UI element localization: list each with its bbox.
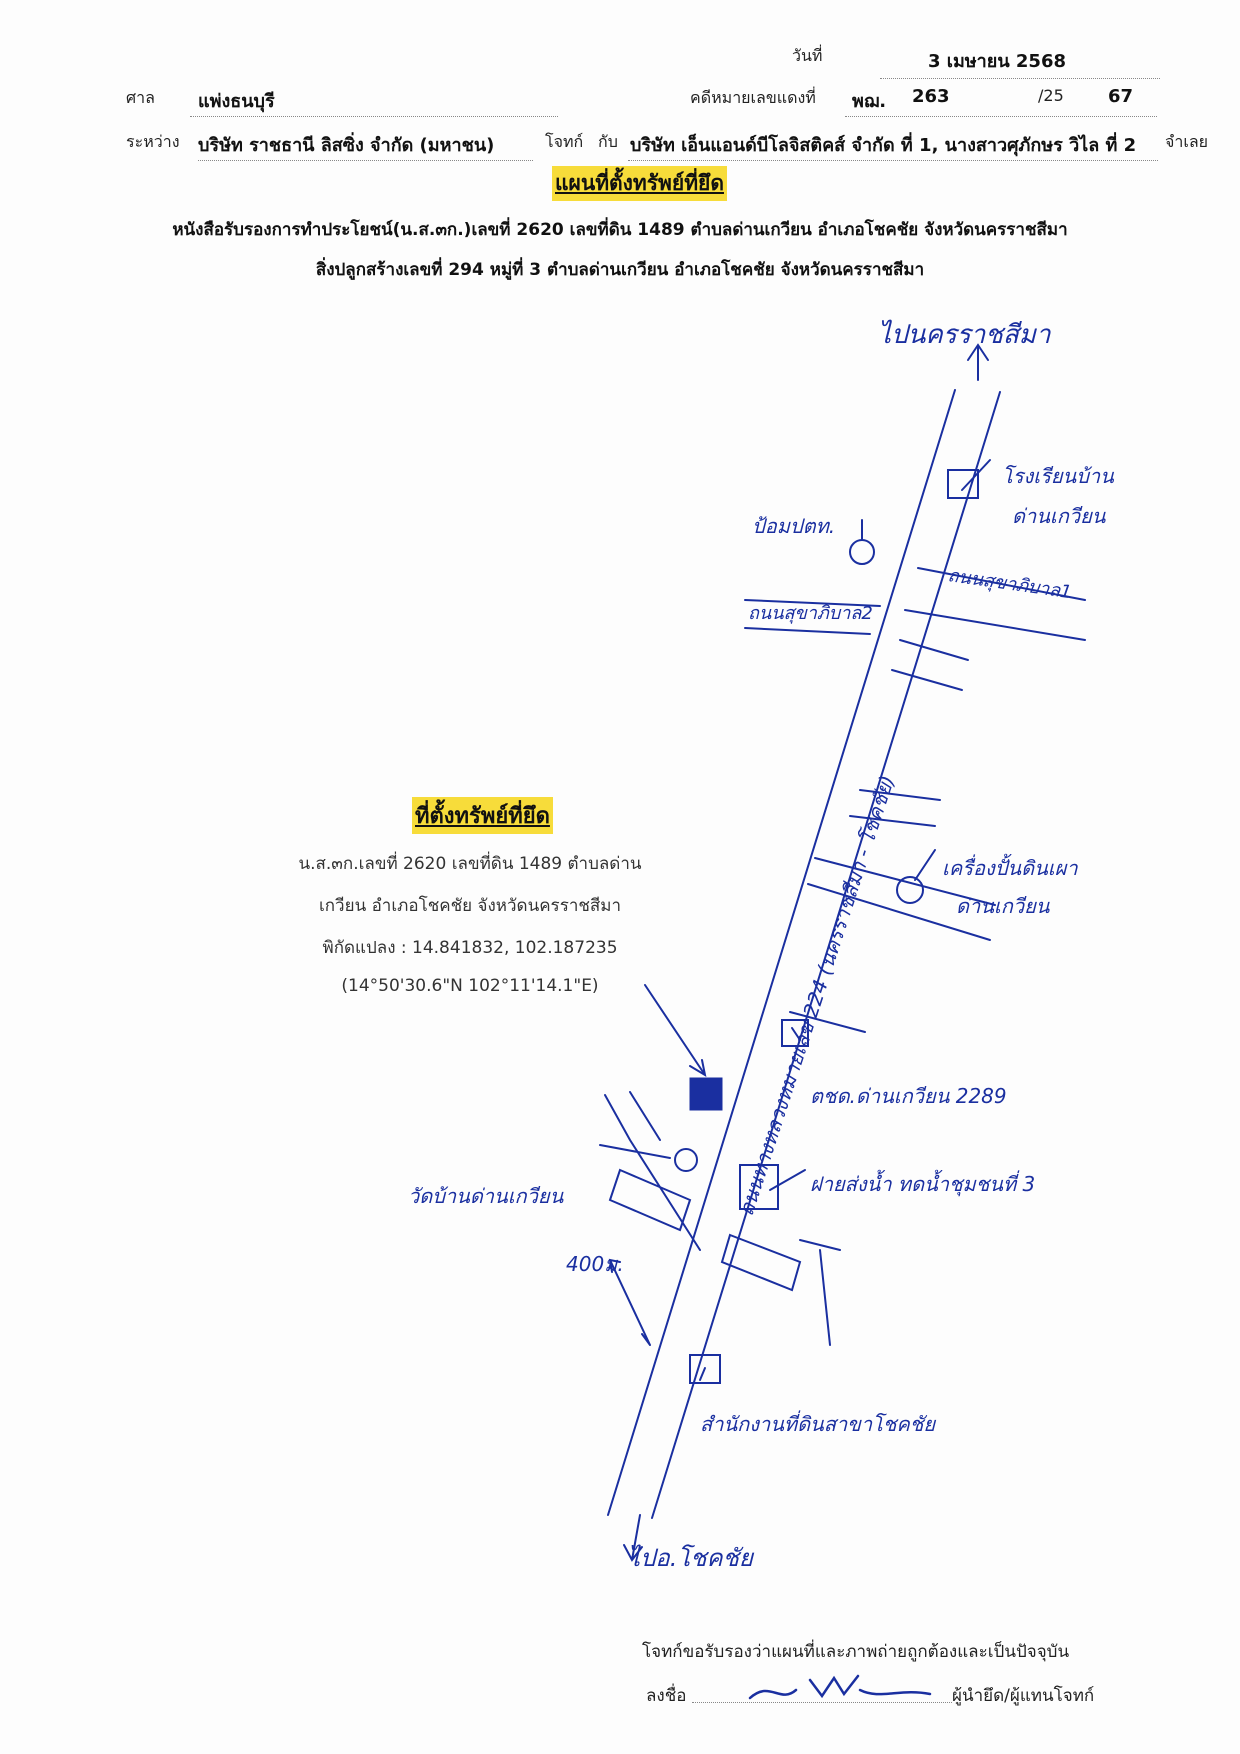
- case-number: 263: [912, 86, 950, 107]
- court-line: [190, 116, 558, 117]
- road-right-lower: [849, 789, 941, 827]
- case-line: [845, 116, 1157, 117]
- highway-edge-right: [651, 391, 1001, 1519]
- water-label: ฝายส่งน้ำ ทดน้ำชุมชนที่ 3: [810, 1172, 1036, 1196]
- water-pointer: [769, 1169, 806, 1191]
- road-right-top: [904, 567, 1086, 641]
- road-left-label: ถนนสุขาภิบาล2: [748, 603, 873, 624]
- north-destination-label: ไปนครราชสีมา: [878, 320, 1051, 350]
- road-pottery: [807, 857, 996, 941]
- post-office-marker: [849, 539, 875, 565]
- pottery-pointer: [914, 849, 936, 881]
- land-office-pointer: [699, 1367, 706, 1381]
- pottery-label: เครื่องปั้นดินเผา: [942, 856, 1078, 880]
- distance-bracket: [608, 1258, 651, 1346]
- property-line-1: น.ส.๓ก.เลขที่ 2620 เลขที่ดิน 1489 ตำบลด่…: [298, 854, 642, 874]
- date-line: [880, 78, 1160, 79]
- subtitle-line-2: สิ่งปลูกสร้างเลขที่ 294 หมู่ที่ 3 ตำบลด่…: [315, 260, 925, 280]
- plaintiff-line: [198, 160, 533, 161]
- property-heading: ที่ตั้งทรัพย์ที่ยึด: [412, 797, 553, 834]
- certify-text: โจทก์ขอรับรองว่าแผนที่และภาพถ่ายถูกต้องแ…: [642, 1642, 1070, 1662]
- temple-pointer: [599, 1144, 671, 1159]
- distance-label: 400ม.: [566, 1252, 624, 1276]
- property-line-2: เกวียน อำเภอโชคชัย จังหวัดนครราชสีมา: [318, 896, 622, 916]
- pottery-marker: [896, 876, 924, 904]
- pottery-label-2: ด่านเกวียน: [956, 894, 1050, 918]
- road-bottom-right: [799, 1239, 841, 1346]
- plaintiff-label: โจทก์: [545, 132, 584, 151]
- road-police: [789, 1011, 866, 1033]
- defendant-label: จำเลย: [1165, 132, 1209, 151]
- road-right-mid: [891, 639, 969, 691]
- land-office-label: สำนักงานที่ดินสาขาโชคชัย: [700, 1412, 936, 1436]
- case-label: คดีหมายเลขแดงที่: [690, 88, 816, 107]
- water-marker: [739, 1164, 779, 1210]
- signature-line: [692, 1702, 952, 1703]
- signer-label: ผู้นำยึด/ผู้แทนโจทก์: [952, 1686, 1095, 1706]
- highway-edge-left: [607, 389, 956, 1516]
- page-title: แผนที่ตั้งทรัพย์ที่ยึด: [552, 166, 727, 201]
- south-destination-label: ไปอ.โชคชัย: [628, 1544, 753, 1572]
- property-coordinates: พิกัดแปลง : 14.841832, 102.187235: [322, 938, 618, 958]
- police-marker: [781, 1019, 809, 1047]
- defendants-name: บริษัท เอ็นแอนด์บีโลจิสติคส์ จำกัด ที่ 1…: [630, 135, 1137, 156]
- post-office-label: ป้อมปตท.: [752, 514, 836, 538]
- school-marker: [947, 469, 979, 499]
- school-label: โรงเรียนบ้าน: [1002, 464, 1114, 488]
- subtitle-line-1: หนังสือรับรองการทำประโยชน์(น.ส.๓ก.)เลขที…: [172, 220, 1068, 240]
- police-label: ตชด.ด่านเกวียน 2289: [810, 1084, 1007, 1108]
- land-office-marker: [689, 1354, 721, 1384]
- temple-marker: [674, 1148, 698, 1172]
- school-label-2: ด่านเกวียน: [1012, 504, 1106, 528]
- case-year: 67: [1108, 86, 1134, 107]
- date-value: 3 เมษายน 2568: [928, 51, 1066, 72]
- police-pointer: [791, 1027, 801, 1041]
- case-prefix: พฌ.: [852, 91, 887, 112]
- property-pointer: [644, 984, 707, 1078]
- with-label: กับ: [598, 132, 618, 151]
- road-bottom-left: [604, 1091, 701, 1251]
- between-label: ระหว่าง: [126, 132, 180, 151]
- road-left: [744, 599, 881, 635]
- school-pointer: [961, 459, 991, 491]
- plaintiff-name: บริษัท ราชธานี ลิสซิ่ง จำกัด (มหาชน): [198, 135, 495, 156]
- court-label: ศาล: [126, 88, 155, 107]
- south-arrow: [623, 1514, 643, 1562]
- court-value: แพ่งธนบุรี: [198, 91, 275, 112]
- canal-left: [608, 1168, 692, 1232]
- north-arrow: [967, 343, 989, 381]
- sign-label: ลงชื่อ: [646, 1686, 687, 1706]
- temple-label: วัดบ้านด่านเกวียน: [408, 1184, 564, 1208]
- property-dms: (14°50'30.6"N 102°11'14.1"E): [341, 976, 599, 996]
- signature: [748, 1674, 932, 1700]
- date-label: วันที่: [792, 46, 823, 65]
- case-year-prefix: /25: [1038, 86, 1064, 105]
- defendant-line: [628, 160, 1158, 161]
- canal-right: [720, 1233, 802, 1292]
- property-marker: [689, 1077, 723, 1111]
